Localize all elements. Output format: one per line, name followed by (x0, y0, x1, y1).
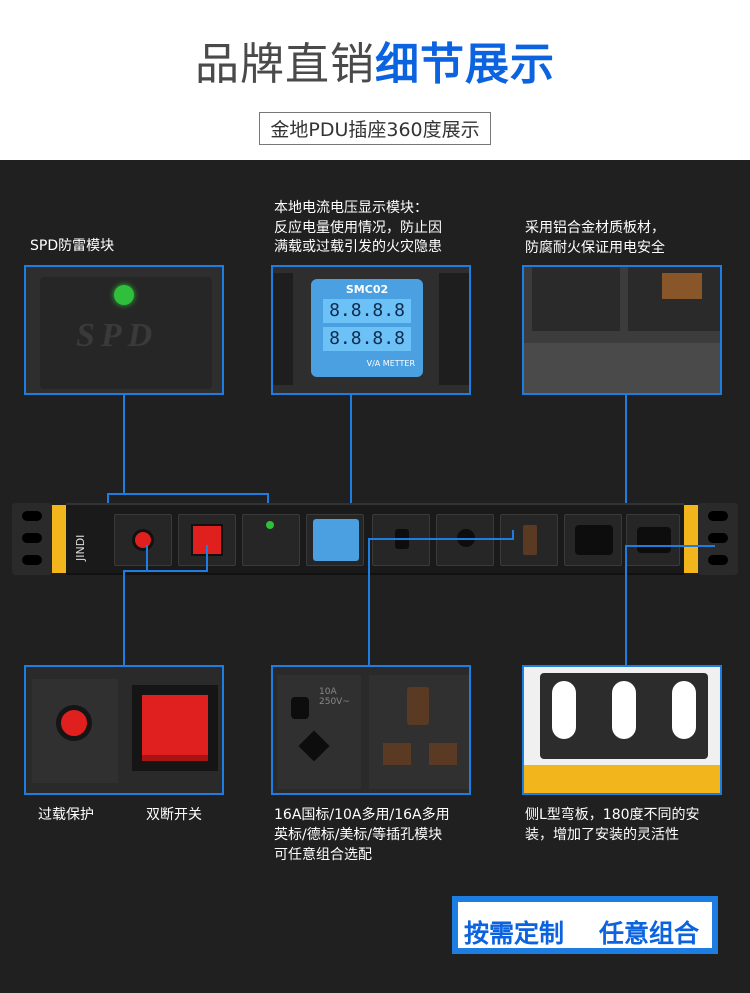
custom-text: 按需定制 (464, 919, 565, 948)
socket-c13 (626, 514, 680, 566)
panel-spd: SPD (24, 265, 224, 395)
socket-3 (500, 514, 558, 566)
label-alloy-1: 采用铝合金材质板材， (525, 220, 665, 236)
connector-alloy (625, 395, 627, 525)
title-part2: 细节展示 (375, 39, 555, 90)
module-meter (306, 514, 364, 566)
label-switch: 双断开关 (146, 807, 202, 823)
label-socket-2: 英标/德标/美标/等插孔模块 (274, 827, 443, 843)
overload-reset-button[interactable] (56, 705, 92, 741)
spd-embossed-text: SPD (76, 317, 159, 354)
mounting-ear-right (698, 503, 738, 575)
connector-meter (350, 395, 352, 525)
label-meter-2: 反应电量使用情况，防止因 (274, 220, 442, 236)
combine-text: 任意组合 (599, 919, 700, 948)
socket-rating: 10A 250V~ (319, 687, 350, 707)
page-title: 品牌直销细节展示 (0, 28, 750, 92)
module-overload (114, 514, 172, 566)
meter-caption: V/A METTER (366, 359, 415, 368)
overload-button[interactable] (132, 529, 154, 551)
custom-banner: 按需定制 任意组合 (452, 896, 718, 954)
label-spd: SPD防雷模块 (30, 238, 115, 254)
panel-meter: SMC02 8.8.8.8 8.8.8.8 V/A METTER (271, 265, 471, 395)
pdu-strip: JINDI (12, 503, 738, 575)
socket-2 (436, 514, 494, 566)
led-icon (114, 285, 134, 305)
connector-overload (123, 570, 125, 666)
label-bracket-2: 装，增加了安装的灵活性 (525, 827, 679, 843)
pdu-body: JINDI (66, 503, 684, 575)
panel-overload-switch (24, 665, 224, 795)
header: 品牌直销细节展示 金地PDU插座360度展示 (0, 0, 750, 160)
connector-spd-h (107, 493, 269, 495)
panel-bracket (522, 665, 722, 795)
connector-bracket (625, 545, 627, 666)
module-spd (242, 514, 300, 566)
connector-spd (123, 395, 125, 495)
mounting-ear-left (12, 503, 52, 575)
title-part1: 品牌直销 (195, 39, 375, 90)
socket-1 (372, 514, 430, 566)
socket-c19 (564, 514, 622, 566)
label-socket-3: 可任意组合选配 (274, 847, 372, 863)
label-alloy-2: 防腐耐火保证用电安全 (525, 240, 665, 256)
label-socket-1: 16A国标/10A多用/16A多用 (274, 807, 450, 823)
label-overload: 过载保护 (38, 807, 94, 823)
label-meter-3: 满载或过载引发的火灾隐患 (274, 239, 442, 255)
meter-model: SMC02 (345, 283, 389, 296)
panel-sockets: 10A 250V~ (271, 665, 471, 795)
label-meter-1: 本地电流电压显示模块： (274, 200, 428, 216)
rocker-switch[interactable] (142, 695, 208, 761)
panel-alloy (522, 265, 722, 395)
brand-text: JINDI (74, 534, 87, 561)
meter-current: 8.8.8.8 (323, 327, 411, 351)
meter-display: SMC02 8.8.8.8 8.8.8.8 V/A METTER (311, 279, 423, 377)
meter-voltage: 8.8.8.8 (323, 299, 411, 323)
page-subtitle: 金地PDU插座360度展示 (259, 112, 491, 145)
connector-socket (368, 538, 370, 666)
label-bracket-1: 侧L型弯板，180度不同的安 (525, 807, 700, 823)
